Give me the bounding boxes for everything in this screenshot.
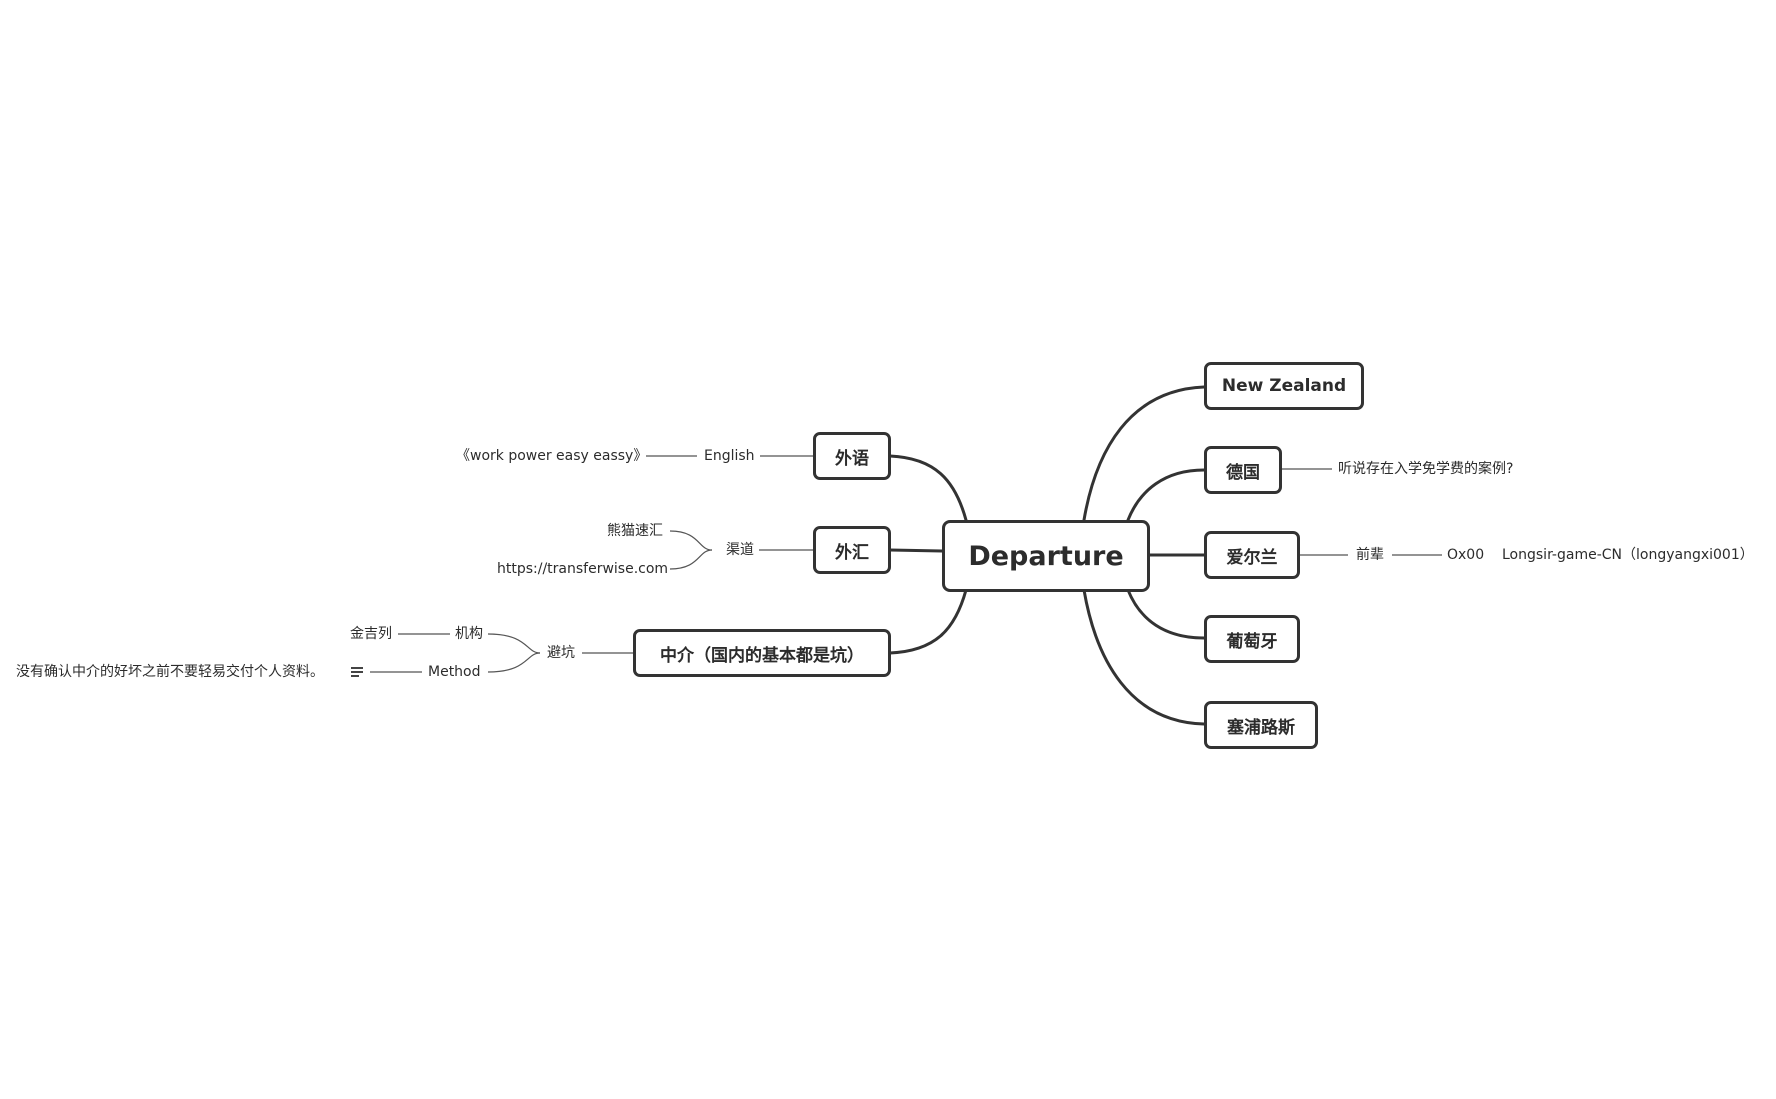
link-root-germany — [1126, 468, 1206, 522]
link-root-exchange — [888, 548, 944, 553]
subtopic-germany-note[interactable]: 听说存在入学免学费的案例? — [1338, 461, 1514, 477]
topic-label: 葡萄牙 — [1226, 631, 1278, 652]
topic-label: 外语 — [835, 448, 869, 469]
subtopic-ireland-name-1[interactable]: Ox00 — [1447, 547, 1485, 563]
link-root-agency — [888, 588, 968, 655]
subtopic-jinjilie[interactable]: 金吉列 — [350, 626, 392, 642]
root-topic-label: Departure — [968, 540, 1124, 572]
subtopic-english-book[interactable]: 《work power easy eassy》 — [456, 448, 648, 464]
topic-germany[interactable]: 德国 — [1204, 446, 1282, 494]
topic-ireland[interactable]: 爱尔兰 — [1204, 531, 1300, 579]
topic-label: 德国 — [1226, 462, 1260, 483]
link-root-portugal — [1126, 588, 1206, 640]
topic-agency[interactable]: 中介（国内的基本都是坑） — [633, 629, 891, 677]
topic-label: 塞浦路斯 — [1227, 717, 1295, 738]
topic-label: 中介（国内的基本都是坑） — [660, 645, 864, 666]
link-root-foreign-language — [888, 454, 968, 522]
topic-label: 外汇 — [835, 542, 869, 563]
subtopic-ireland-senior[interactable]: 前辈 — [1356, 547, 1384, 563]
topic-cyprus[interactable]: 塞浦路斯 — [1204, 701, 1318, 749]
link-channel-transferwise — [669, 549, 713, 570]
subtopic-avoid-pitfalls[interactable]: 避坑 — [547, 645, 575, 661]
link-avoid-org — [487, 633, 541, 654]
link-root-new-zealand — [1082, 385, 1206, 522]
subtopic-ireland-name-2[interactable]: Longsir-game-CN（longyangxi001） — [1502, 547, 1754, 563]
subtopic-channel[interactable]: 渠道 — [726, 542, 754, 558]
subtopic-panda-remit[interactable]: 熊猫速汇 — [607, 523, 663, 539]
subtopic-method[interactable]: Method — [428, 664, 481, 680]
link-channel-panda — [669, 530, 713, 551]
topic-label: 爱尔兰 — [1226, 547, 1278, 568]
root-topic[interactable]: Departure — [942, 520, 1150, 592]
subtopic-method-note[interactable]: 没有确认中介的好坏之前不要轻易交付个人资料。 — [16, 664, 324, 680]
subtopic-english[interactable]: English — [704, 448, 755, 464]
link-root-cyprus — [1082, 588, 1206, 726]
topic-foreign-language[interactable]: 外语 — [813, 432, 891, 480]
topic-new-zealand[interactable]: New Zealand — [1204, 362, 1364, 410]
subtopic-organization[interactable]: 机构 — [455, 626, 483, 642]
link-avoid-method — [487, 652, 541, 673]
topic-foreign-exchange[interactable]: 外汇 — [813, 526, 891, 574]
topic-label: New Zealand — [1221, 376, 1347, 396]
topic-portugal[interactable]: 葡萄牙 — [1204, 615, 1300, 663]
notes-icon[interactable] — [351, 667, 363, 677]
subtopic-transferwise[interactable]: https://transferwise.com — [497, 561, 669, 577]
